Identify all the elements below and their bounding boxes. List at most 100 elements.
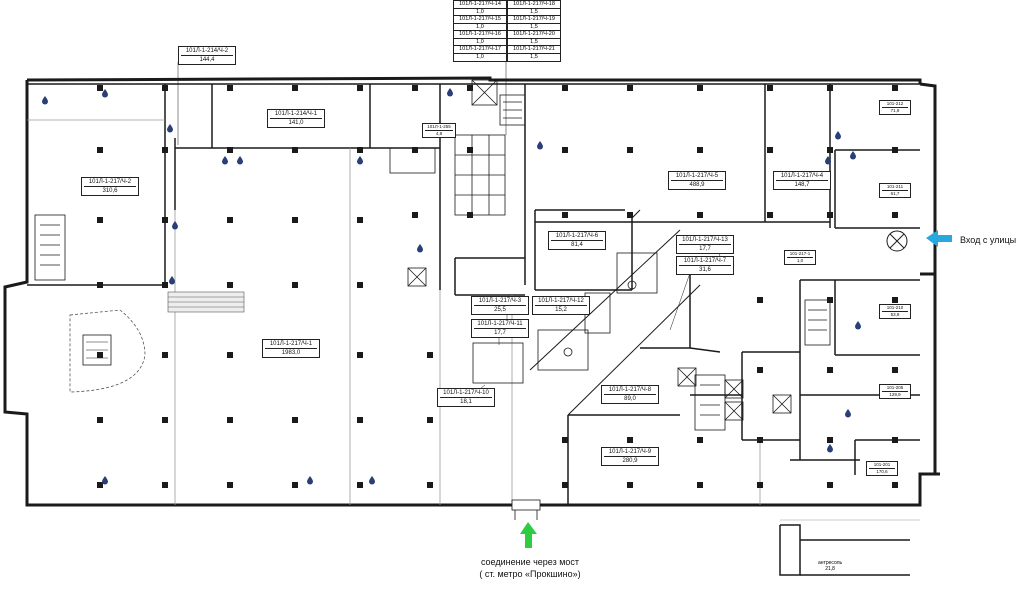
column — [227, 282, 233, 288]
column — [627, 147, 633, 153]
column — [412, 147, 418, 153]
unit-id: 101Л-1-217/Ч-11 — [474, 320, 526, 329]
column — [412, 85, 418, 91]
restroom-block — [389, 79, 506, 216]
water-drop-icon — [42, 96, 48, 105]
unit-id: 101Л-1-217/Ч-12 — [535, 297, 587, 306]
water-drop-icon — [537, 141, 543, 150]
inner-walls — [27, 83, 920, 505]
water-drop-icon — [172, 221, 178, 230]
column — [162, 282, 168, 288]
column — [227, 85, 233, 91]
unit-id: 101Л-1-255 — [425, 124, 453, 131]
column — [697, 437, 703, 443]
water-drop-icon — [307, 476, 313, 485]
column — [627, 437, 633, 443]
column — [427, 417, 433, 423]
column — [162, 482, 168, 488]
column — [562, 482, 568, 488]
unit-id: 101Л-1-217/Ч-13 — [679, 236, 731, 245]
unit-id: 101-211 — [882, 184, 908, 191]
street-entrance-label: Вход с улицы — [960, 235, 1017, 245]
column — [97, 85, 103, 91]
water-drop-icon — [417, 244, 423, 253]
unit-area: 17,7 — [494, 330, 506, 336]
unit-id: 101Л-1-214/Ч-2 — [181, 47, 233, 56]
unit-area: 129,9 — [889, 392, 901, 397]
water-drop-icon — [102, 476, 108, 485]
unit-id: 101Л-1-217/Ч-8 — [604, 386, 656, 395]
mezzanine-outline — [779, 519, 920, 576]
unit-id: 101Л-1-214/Ч-1 — [270, 110, 322, 119]
column — [697, 85, 703, 91]
entrance-turnstile-icon — [886, 230, 908, 252]
unit-id: 101Л-1-217/Ч-10 — [440, 389, 492, 398]
column — [697, 482, 703, 488]
label-leaders — [177, 62, 721, 393]
water-drop-icon — [369, 476, 375, 485]
water-drop-icon — [237, 156, 243, 165]
water-drop-icon — [102, 89, 108, 98]
column — [357, 482, 363, 488]
column — [627, 212, 633, 218]
column — [627, 85, 633, 91]
water-drop-icon — [167, 124, 173, 133]
column — [757, 482, 763, 488]
water-drop-icon — [447, 88, 453, 97]
unit-area: 1,0 — [796, 258, 804, 263]
column — [412, 212, 418, 218]
column — [467, 85, 473, 91]
column — [162, 147, 168, 153]
column — [467, 212, 473, 218]
column — [162, 352, 168, 358]
column — [292, 282, 298, 288]
column — [97, 147, 103, 153]
unit-id: 101-205 — [882, 385, 908, 392]
column — [767, 212, 773, 218]
column — [97, 282, 103, 288]
column — [892, 437, 898, 443]
water-drop-icon — [222, 156, 228, 165]
column — [892, 297, 898, 303]
column — [827, 147, 833, 153]
unit-area: 17,7 — [699, 246, 711, 252]
unit-area: 81,4 — [571, 242, 583, 248]
column — [292, 217, 298, 223]
column — [827, 212, 833, 218]
column — [892, 85, 898, 91]
atrium — [69, 309, 146, 393]
column — [827, 367, 833, 373]
column — [292, 85, 298, 91]
escalator — [167, 291, 245, 313]
column — [562, 212, 568, 218]
unit-area: 4,8 — [435, 131, 443, 136]
water-drop-icon — [835, 131, 841, 140]
elevators — [407, 267, 792, 421]
column — [357, 352, 363, 358]
column — [697, 147, 703, 153]
water-drop-icon — [825, 156, 831, 165]
column — [827, 85, 833, 91]
unit-id: 101Л-1-217/Ч-5 — [671, 172, 723, 181]
kiosks — [472, 252, 658, 384]
column — [562, 437, 568, 443]
column — [827, 482, 833, 488]
outer-walls — [3, 76, 940, 507]
column — [162, 217, 168, 223]
column — [227, 217, 233, 223]
